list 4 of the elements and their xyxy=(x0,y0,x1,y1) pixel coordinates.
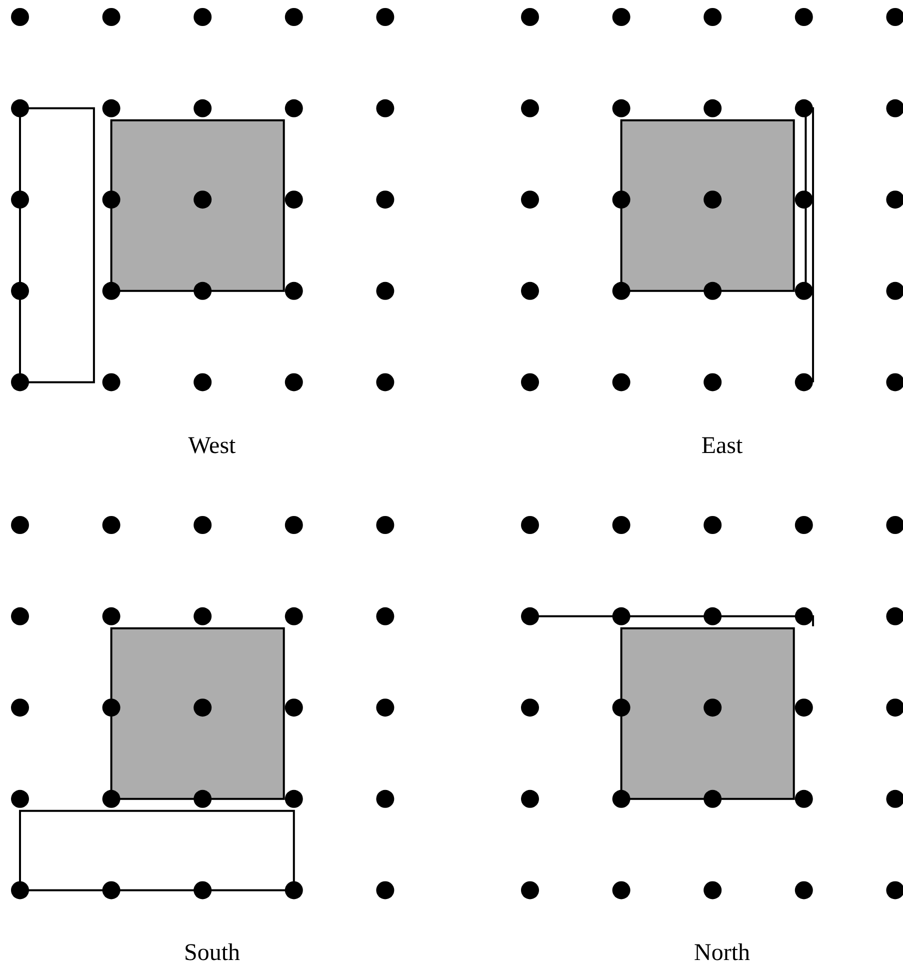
panel-label: North xyxy=(694,940,750,967)
panel-label: East xyxy=(701,433,743,460)
panel-label: West xyxy=(188,433,236,460)
panel-label: South xyxy=(184,940,240,967)
